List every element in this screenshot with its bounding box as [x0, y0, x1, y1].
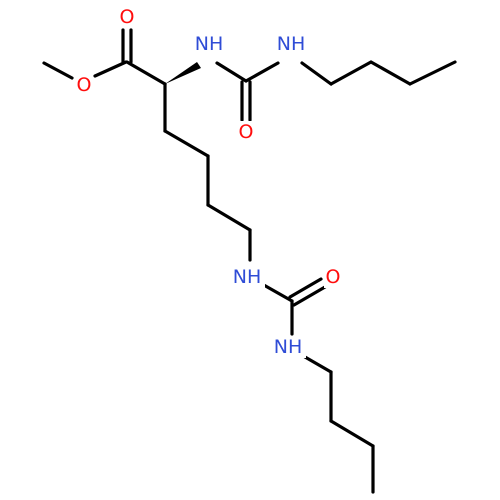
bond-nh-urea-c	[215, 61, 248, 83]
atom-label-o: O	[239, 121, 254, 143]
bond-butyl-2-c	[329, 419, 375, 448]
atom-label-nh: NH	[274, 336, 303, 358]
bond-carbonyl-c-alpha-c	[125, 60, 167, 86]
atom-o-carbonyl-ester: O	[118, 6, 136, 28]
bond-butyl-1-b	[329, 60, 373, 86]
atom-nh-epsilon: NH	[229, 266, 265, 288]
atom-o-ester: O	[75, 74, 93, 96]
atom-label-nh: NH	[233, 266, 262, 288]
bond-butyl-1-c	[369, 60, 412, 86]
bond-o-carbonyl-c	[93, 60, 128, 78]
bond-urea-c-nh-butyl	[244, 61, 280, 83]
atom-nh-butyl-1: NH	[277, 33, 306, 55]
atom-nh-alpha: NH	[195, 33, 224, 55]
bond-butyl-1-a	[300, 61, 333, 86]
bond-urea2-c-o-double-2	[292, 285, 327, 307]
atom-o-urea-1: O	[237, 121, 255, 143]
bond-side-chain-4	[206, 203, 252, 232]
bond-urea2-c-o-double-1	[288, 277, 323, 299]
bond-layer	[42, 28, 457, 494]
atom-o-urea-2: O	[324, 266, 342, 288]
atom-label-o: O	[120, 6, 135, 28]
bond-methyl-o	[42, 61, 74, 80]
atom-label-nh: NH	[277, 33, 306, 55]
bond-side-chain-2	[163, 129, 210, 158]
bond-wedge-alpha-nh	[165, 62, 201, 84]
atom-label-o: O	[77, 74, 92, 96]
atom-label-o: O	[326, 266, 341, 288]
atom-label-nh: NH	[195, 33, 224, 55]
bond-epsilon-nh-urea-c	[260, 282, 294, 303]
bond-butyl-2-a	[303, 355, 333, 374]
atom-label-layer: O O NH NH O NH O NH	[75, 6, 342, 358]
atom-nh-butyl-2: NH	[270, 336, 306, 358]
bond-butyl-1-d	[408, 60, 457, 86]
